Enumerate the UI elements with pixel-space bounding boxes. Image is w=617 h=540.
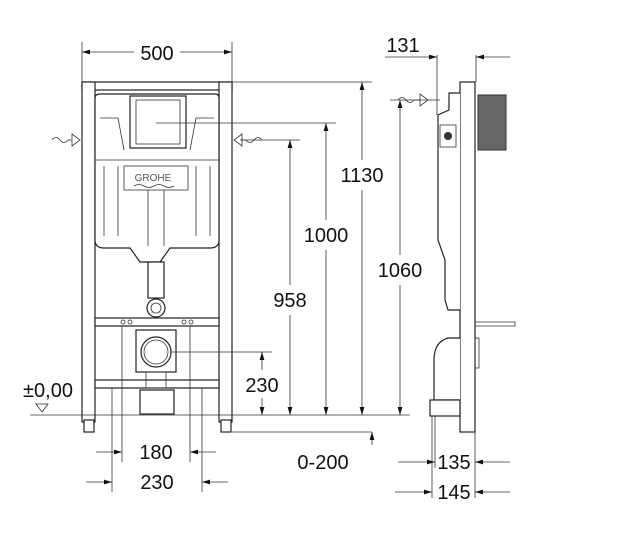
grohe-logo-text: GROHE	[135, 173, 172, 184]
floor-level-label: ±0,00	[23, 380, 73, 402]
dim-height-1130: 1130	[340, 165, 383, 187]
cistern-tank: GROHE	[94, 93, 220, 318]
dim-width-180: 180	[139, 442, 172, 464]
drain-connection	[120, 319, 194, 415]
dim-width-230: 230	[140, 472, 173, 494]
dim-height-230: 230	[245, 375, 278, 397]
dim-floor-adjust: 0-200	[297, 452, 348, 474]
dim-height-1060: 1060	[378, 260, 423, 282]
dim-height-958: 958	[273, 290, 306, 312]
dimension-lines-front	[30, 42, 410, 492]
actuator-cylinder	[477, 94, 507, 151]
side-view	[397, 81, 516, 433]
dimension-lines-side	[385, 54, 510, 498]
dim-height-1000: 1000	[304, 225, 349, 247]
grohe-logo	[123, 165, 189, 191]
dim-depth-131: 131	[386, 35, 419, 57]
dim-width-500: 500	[140, 43, 173, 65]
floor-level-marker	[35, 403, 49, 413]
dim-depth-145: 145	[437, 482, 470, 504]
dim-depth-135: 135	[437, 452, 470, 474]
flush-plate-opening	[129, 95, 187, 149]
front-view-frame	[81, 81, 233, 433]
